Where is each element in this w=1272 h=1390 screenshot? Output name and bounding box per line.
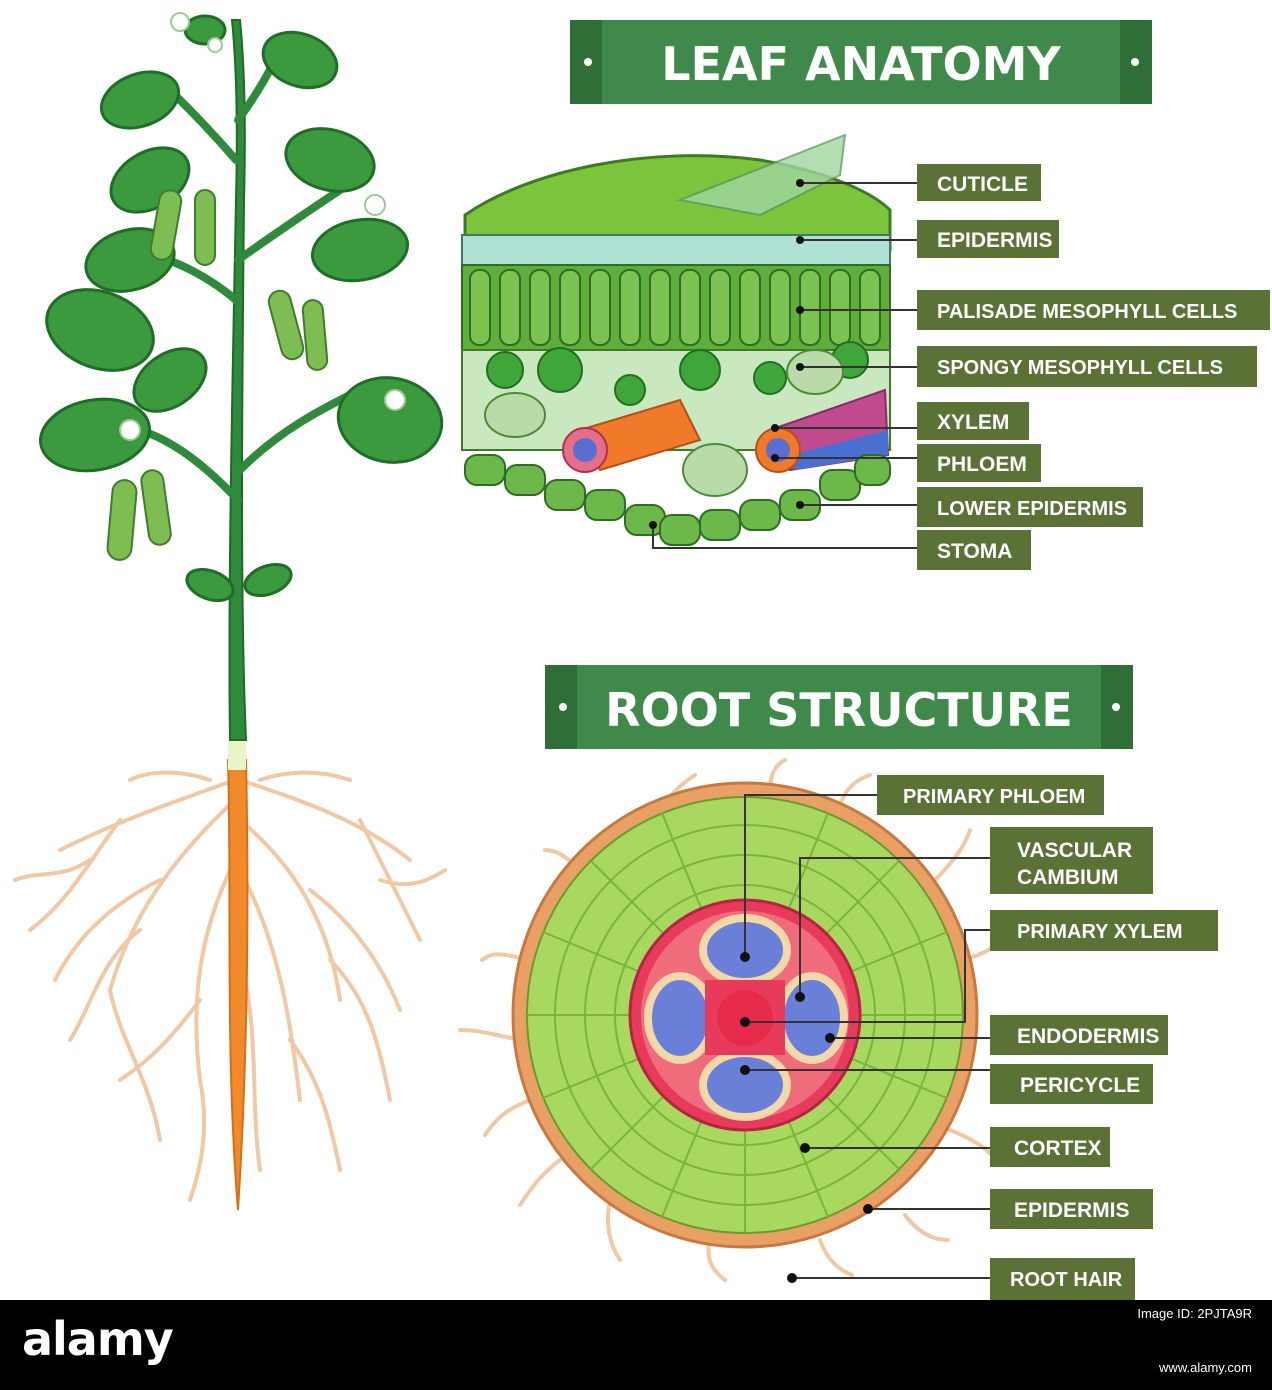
label-cortex: CORTEX	[990, 1127, 1110, 1167]
svg-text:SPONGY MESOPHYLL CELLS: SPONGY MESOPHYLL CELLS	[937, 357, 1223, 379]
svg-text:STOMA: STOMA	[937, 540, 1012, 563]
svg-text:PRIMARY XYLEM: PRIMARY XYLEM	[1017, 921, 1183, 943]
svg-text:PERICYCLE: PERICYCLE	[1020, 1074, 1140, 1097]
svg-text:ENDODERMIS: ENDODERMIS	[1017, 1025, 1159, 1048]
site-url: www.alamy.com	[1159, 1360, 1252, 1375]
svg-text:PHLOEM: PHLOEM	[937, 453, 1027, 476]
seed-pods	[106, 189, 329, 561]
label-pericycle: PERICYCLE	[990, 1064, 1153, 1104]
root-leader-dots	[740, 952, 873, 1283]
label-palisade-mesophyll-cells: PALISADE MESOPHYLL CELLS	[917, 290, 1270, 330]
svg-text:LOWER EPIDERMIS: LOWER EPIDERMIS	[937, 498, 1127, 520]
fibrous-roots	[13, 770, 447, 1202]
label-lower-epidermis: LOWER EPIDERMIS	[917, 487, 1143, 527]
watermark-footer: alamy Image ID: 2PJTA9R www.alamy.com	[0, 1300, 1272, 1390]
diagram-canvas: LEAF ANATOMY	[13, 12, 1270, 1300]
label-vascular-cambium: VASCULAR CAMBIUM	[990, 827, 1153, 894]
label-root-epidermis: EPIDERMIS	[990, 1189, 1153, 1229]
label-phloem: PHLOEM	[917, 444, 1041, 482]
leaf-leader-lines	[652, 182, 917, 549]
label-xylem: XYLEM	[917, 402, 1029, 440]
svg-text:EPIDERMIS: EPIDERMIS	[1014, 1199, 1130, 1222]
leaf-anatomy-title: LEAF ANATOMY	[661, 37, 1061, 91]
plant-flowers	[119, 12, 406, 441]
label-stoma: STOMA	[917, 530, 1031, 570]
leaf-leader-dots	[649, 179, 804, 529]
svg-text:CUTICLE: CUTICLE	[937, 173, 1028, 196]
svg-text:EPIDERMIS: EPIDERMIS	[937, 229, 1053, 252]
root-structure-title: ROOT STRUCTURE	[605, 683, 1073, 737]
label-endodermis: ENDODERMIS	[990, 1015, 1168, 1055]
image-id: Image ID: 2PJTA9R	[1137, 1306, 1252, 1321]
main-stem	[228, 19, 248, 741]
label-root-hair: ROOT HAIR	[990, 1258, 1135, 1300]
label-primary-phloem: PRIMARY PHLOEM	[877, 775, 1104, 815]
label-epidermis: EPIDERMIS	[917, 220, 1059, 258]
label-primary-xylem: PRIMARY XYLEM	[990, 910, 1218, 951]
label-spongy-mesophyll-cells: SPONGY MESOPHYLL CELLS	[917, 346, 1257, 387]
plant-illustration	[13, 12, 447, 1211]
root-cross-section	[458, 758, 1012, 1282]
root-structure-banner: ROOT STRUCTURE	[545, 665, 1133, 749]
root-leader-lines	[744, 794, 990, 1279]
label-cuticle: CUTICLE	[917, 164, 1041, 201]
taproot	[226, 759, 249, 1211]
leaf-anatomy-banner: LEAF ANATOMY	[570, 20, 1152, 104]
svg-text:CAMBIUM: CAMBIUM	[1017, 866, 1118, 889]
svg-text:CORTEX: CORTEX	[1014, 1137, 1102, 1160]
vascular-bundle-left	[562, 398, 702, 473]
svg-text:PALISADE MESOPHYLL CELLS: PALISADE MESOPHYLL CELLS	[937, 301, 1237, 323]
svg-text:VASCULAR: VASCULAR	[1017, 839, 1132, 862]
alamy-logo: alamy	[22, 1312, 174, 1366]
leaf-cross-section	[461, 133, 892, 546]
svg-text:ROOT HAIR: ROOT HAIR	[1010, 1269, 1123, 1291]
svg-text:PRIMARY PHLOEM: PRIMARY PHLOEM	[903, 786, 1085, 808]
svg-text:XYLEM: XYLEM	[937, 411, 1009, 434]
